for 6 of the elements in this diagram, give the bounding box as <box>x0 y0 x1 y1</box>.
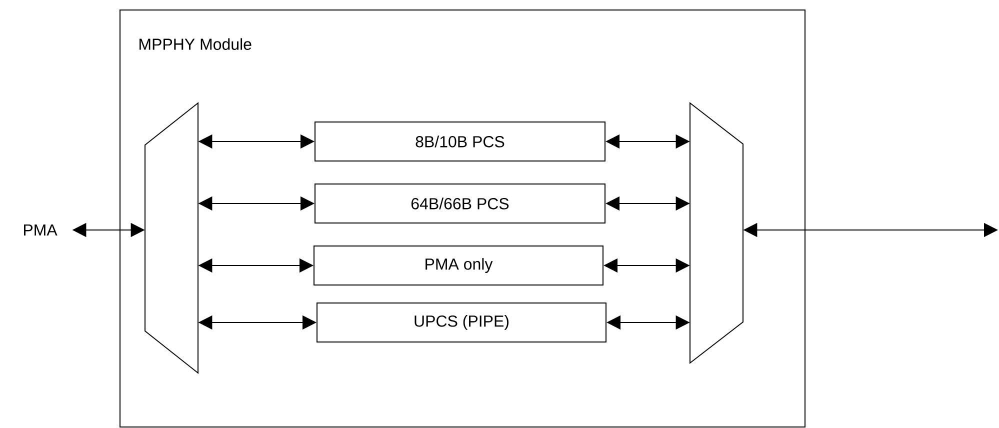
multiplexer-shape <box>144 102 198 374</box>
process-box: 64B/66B PCS <box>314 184 606 224</box>
process-box: PMA only <box>314 246 604 286</box>
process-box: UPCS (PIPE) <box>316 302 606 342</box>
port-label: PMA <box>24 224 58 236</box>
process-box: 8B/10B PCS <box>314 122 606 162</box>
